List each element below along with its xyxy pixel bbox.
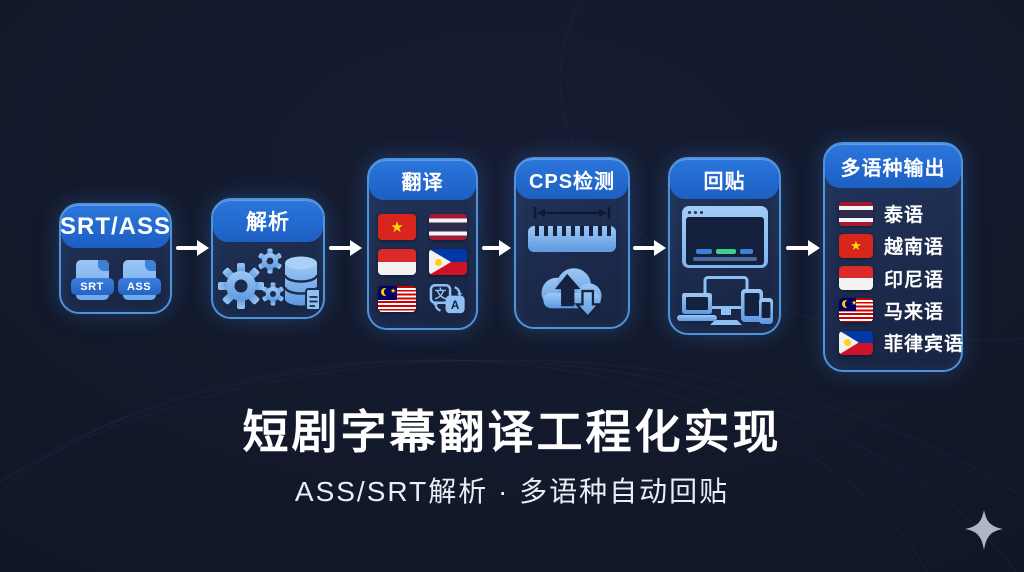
page-title: 短剧字幕翻译工程化实现: [242, 406, 782, 458]
sparkle-icon: [965, 510, 1003, 550]
srt-file-icon: SRT: [70, 260, 114, 300]
gears-database-icon: [218, 248, 319, 311]
language-row-vietnamese: ★ 越南语: [839, 232, 947, 259]
page-subtitle: ASS/SRT解析 · 多语种自动回贴: [294, 476, 730, 507]
language-label: 印尼语: [884, 269, 945, 291]
flow-node-multilang-output: 多语种输出 泰语 ★ 越南语 印尼语 ★ 马来语 菲律宾语: [823, 142, 963, 372]
devices-icon: [676, 275, 773, 325]
language-row-thai: 泰语: [839, 200, 947, 227]
flow-arrow-4: [633, 240, 666, 256]
flow-arrow-5: [786, 240, 820, 256]
philippines-flag: [839, 330, 873, 355]
document-icon: [305, 287, 319, 311]
node-header-cps-check: CPS检测: [516, 159, 628, 199]
language-label: 泰语: [884, 205, 925, 226]
gear-tiny-icon: [262, 282, 284, 305]
node-label: 解析: [246, 211, 290, 234]
philippines-flag: [429, 249, 467, 275]
ruler-teeth: [535, 226, 611, 237]
phone-icon: [758, 297, 773, 324]
node-header-translate: 翻译: [369, 160, 476, 200]
download-arrow: [574, 289, 602, 319]
node-label: 翻译: [401, 171, 444, 194]
node-header-paste-back: 回贴: [670, 159, 779, 199]
flow-node-translate: 翻译 ★ ★ 文 A: [367, 158, 478, 330]
gear-small-icon: [258, 248, 282, 273]
file-label: SRT: [70, 278, 114, 295]
database-icon: [283, 256, 319, 311]
thailand-flag: [839, 201, 873, 226]
cloud-sync-icon: [541, 267, 602, 319]
node-label: 回贴: [703, 170, 746, 193]
node-header-parse: 解析: [213, 200, 323, 242]
ass-file-icon: ASS: [117, 260, 161, 300]
language-row-indonesian: 印尼语: [839, 265, 947, 292]
malaysia-flag: ★: [839, 298, 873, 323]
measure-arrow: [533, 207, 611, 220]
language-row-filipino: 菲律宾语: [839, 329, 963, 356]
malaysia-flag: ★: [378, 286, 416, 312]
browser-window-icon: [681, 206, 768, 269]
indonesia-flag: [839, 266, 873, 290]
flow-arrow-3: [482, 240, 511, 256]
subtitle-bars: [696, 249, 753, 255]
vietnam-flag: ★: [839, 233, 873, 258]
flow-node-cps-check: CPS检测: [514, 157, 630, 329]
language-row-malay: ★ 马来语: [839, 297, 947, 324]
node-header-multilang-output: 多语种输出: [825, 144, 961, 188]
tablet-icon: [740, 288, 763, 322]
language-label: 越南语: [884, 237, 945, 259]
flow-node-srt-ass: SRT/ASS SRT ASS: [59, 203, 172, 314]
language-label: 马来语: [884, 301, 945, 323]
flow-node-paste-back: 回贴: [668, 157, 781, 335]
indonesia-flag: [378, 249, 416, 275]
node-label: CPS检测: [528, 170, 616, 193]
thailand-flag: [429, 214, 467, 240]
node-body-srt-ass: SRT ASS: [61, 248, 170, 312]
flow-node-parse: 解析: [211, 198, 325, 319]
node-body-cps-check: [516, 199, 628, 327]
language-list: 泰语 ★ 越南语 印尼语 ★ 马来语 菲律宾语: [825, 188, 963, 370]
laptop-icon: [676, 292, 717, 321]
vietnam-flag: ★: [378, 214, 416, 240]
translate-icon: 文 A: [429, 284, 465, 314]
node-body-paste-back: [670, 199, 779, 333]
file-label: ASS: [117, 278, 161, 295]
flow-arrow-2: [329, 240, 362, 256]
translate-to-char: A: [451, 299, 460, 312]
node-header-srt-ass: SRT/ASS: [60, 205, 172, 248]
ruler-measure-icon: [528, 207, 616, 253]
node-label: 多语种输出: [840, 157, 946, 180]
node-body-parse: [213, 242, 323, 317]
gear-large-icon: [218, 262, 264, 309]
node-body-translate: ★ ★ 文 A: [369, 200, 476, 328]
upload-arrow: [554, 273, 581, 306]
node-label: SRT/ASS: [60, 212, 172, 240]
flow-arrow-1: [176, 240, 209, 256]
translate-from-char: 文: [434, 287, 447, 301]
language-label: 菲律宾语: [884, 334, 965, 355]
